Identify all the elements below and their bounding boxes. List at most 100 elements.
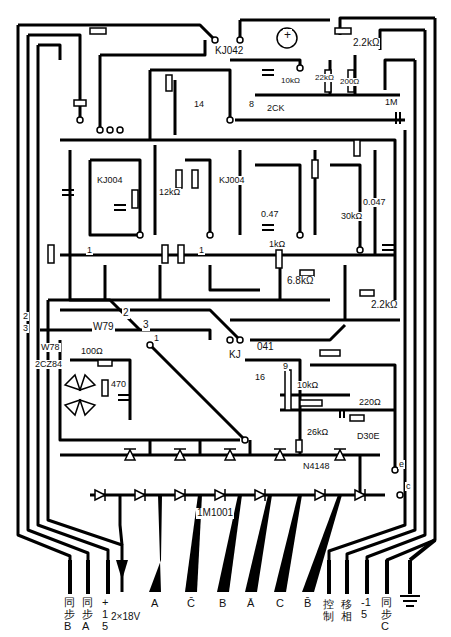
diode-symbol	[215, 489, 225, 501]
diode-symbol	[80, 400, 95, 415]
solder-pad	[297, 232, 303, 238]
component-label: 3	[22, 324, 29, 333]
copper-trace	[245, 360, 300, 440]
terminal-label: 同步A	[82, 596, 93, 632]
component-label: 22kΩ	[314, 74, 335, 82]
copper-trace	[255, 94, 400, 97]
component-label: 10kΩ	[280, 77, 301, 85]
copper-trace	[380, 30, 425, 50]
copper-trace	[255, 165, 300, 235]
capacitor-symbol	[262, 225, 274, 230]
diode-symbol	[124, 449, 136, 460]
copper-trace	[60, 340, 240, 440]
copper-trace	[99, 55, 102, 130]
diode-symbol	[65, 375, 80, 390]
solder-pad	[137, 232, 143, 238]
capacitor-symbol	[118, 395, 130, 400]
copper-trace	[60, 254, 395, 257]
solder-pad	[107, 127, 113, 133]
resistor-symbol	[48, 245, 54, 263]
copper-trace	[344, 265, 347, 320]
copper-trace	[340, 18, 435, 35]
terminal-label: 同步B	[64, 596, 75, 632]
component-label: 1	[198, 246, 205, 255]
component-label: 2	[22, 312, 29, 321]
copper-trace	[240, 19, 330, 22]
component-label: 0.047	[362, 198, 387, 207]
component-label: 1M	[384, 98, 399, 107]
component-label: 1	[153, 334, 160, 343]
component-label: N4148	[302, 462, 331, 471]
diode-symbol	[315, 489, 325, 501]
diode-symbol	[65, 375, 365, 501]
component-label: 2CK	[266, 104, 286, 113]
resistor-symbol	[276, 250, 282, 268]
copper-trace	[199, 440, 202, 455]
copper-trace	[310, 365, 395, 430]
component-label: +	[283, 29, 292, 42]
capacitor-symbol	[396, 112, 400, 124]
component-label: 200Ω	[339, 78, 360, 86]
solder-pad	[297, 65, 303, 71]
terminal-label: 控制	[323, 598, 334, 622]
capacitor-symbol	[340, 410, 344, 418]
copper-trace	[60, 454, 380, 457]
copper-trace	[60, 310, 240, 340]
component-label: KJ004	[218, 176, 246, 185]
resistor-symbol	[132, 190, 138, 208]
diode-symbol	[174, 449, 186, 460]
component-label: C	[275, 598, 285, 610]
resistor-symbol	[48, 28, 374, 452]
connector-pin	[385, 560, 389, 594]
resistor-symbol	[360, 290, 374, 296]
component-label: 100Ω	[80, 347, 104, 356]
capacitor-symbol	[62, 190, 74, 195]
copper-trace	[150, 345, 245, 440]
terminal-label: -15	[361, 596, 372, 620]
ground-symbol	[403, 600, 417, 602]
diode-symbol	[135, 489, 145, 501]
copper-trace	[100, 40, 205, 55]
component-label: W79	[92, 322, 115, 333]
diode-symbol	[80, 375, 95, 390]
copper-trace	[330, 165, 360, 250]
copper-trace	[90, 160, 140, 235]
component-label: 0.47	[260, 210, 280, 219]
copper-trace	[394, 430, 397, 470]
resistor-symbol	[354, 140, 360, 156]
component-label: 2	[122, 308, 130, 319]
component-label: W78	[40, 343, 61, 352]
component-label: 2.2kΩ	[352, 38, 380, 49]
component-label: 3	[142, 320, 150, 331]
copper-trace	[90, 160, 140, 235]
component-label: 2×18V	[110, 612, 141, 623]
component-label: KJ042	[214, 46, 244, 57]
resistor-symbol	[335, 28, 351, 34]
component-label: B̄	[303, 598, 312, 610]
component-label: 14	[193, 100, 205, 109]
component-label: Ā	[246, 598, 255, 610]
diode-symbol	[175, 489, 185, 501]
capacitor-symbol	[114, 205, 126, 210]
resistor-symbol	[312, 160, 318, 178]
terminal-label: 移相	[341, 598, 352, 622]
solder-pad	[212, 37, 218, 43]
component-label: 10kΩ	[296, 381, 319, 390]
output-pad	[274, 495, 302, 592]
copper-trace	[104, 265, 107, 300]
diode-symbol	[65, 400, 80, 415]
diode-symbol	[95, 489, 105, 501]
solder-pad	[77, 37, 403, 498]
component-label: 1M1001	[196, 508, 234, 519]
solder-pad	[227, 117, 233, 123]
terminal-label: 同步C	[381, 596, 392, 632]
connector-pin	[106, 560, 110, 594]
resistor-symbol	[285, 370, 291, 410]
resistor-symbol	[98, 360, 112, 366]
component-label: e	[398, 460, 405, 469]
component-label: 1kΩ	[268, 240, 286, 249]
copper-trace	[185, 160, 210, 235]
resistor-symbol	[178, 245, 184, 263]
copper-trace	[239, 150, 242, 235]
